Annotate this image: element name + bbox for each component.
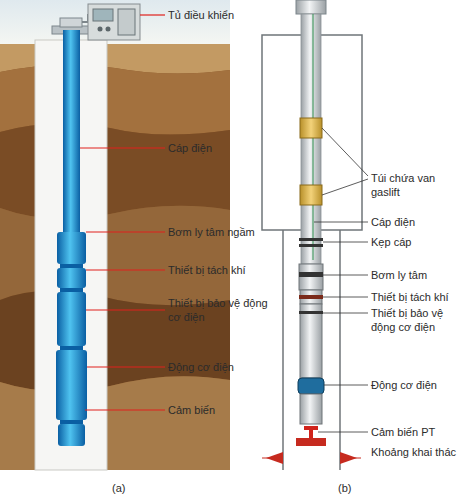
protector <box>300 304 322 378</box>
leader-line <box>323 275 368 276</box>
pt-sensor <box>304 426 318 440</box>
cable-clamp <box>299 238 323 241</box>
leader-line <box>323 313 368 314</box>
cable-clamp <box>299 244 323 247</box>
hanger <box>296 0 326 14</box>
cabinet-knob <box>98 27 103 32</box>
protector <box>57 292 86 346</box>
motor <box>298 378 324 394</box>
callout-label: Cảm biến PT <box>371 425 464 439</box>
motor-housing <box>300 394 322 424</box>
callout-label: Bơm ly tâm ngầm <box>168 225 278 239</box>
callout-label: Động cơ điện <box>371 378 464 392</box>
protector-band <box>299 311 323 314</box>
callout-label: Thiết bị bảo vệ động cơ điện <box>371 306 459 334</box>
callout-label: Cáp điện <box>371 215 464 229</box>
leader-line <box>85 409 165 410</box>
leader-line <box>322 128 368 176</box>
completion-schematic <box>262 0 362 470</box>
esp-string <box>56 30 87 446</box>
callout-label: Động cơ điện <box>168 360 278 374</box>
cabinet-screen <box>93 9 113 21</box>
sky <box>0 0 230 44</box>
casing-wall <box>282 230 284 470</box>
leader-line <box>318 432 368 433</box>
callout-label: Thiết bị tách khí <box>168 263 278 277</box>
tubing <box>63 30 80 234</box>
gaslift-mandrel <box>300 118 322 138</box>
callout-label: Kẹp cáp <box>371 235 464 249</box>
leader-line <box>314 222 368 223</box>
cabinet-door <box>118 9 135 35</box>
leader-lines <box>80 15 165 410</box>
leader-line <box>87 366 165 367</box>
callout-label: Túi chứa van gaslift <box>371 171 464 199</box>
motor <box>56 350 87 420</box>
panel-letter: (b) <box>338 481 368 495</box>
casing-wall <box>339 230 341 470</box>
wellhead <box>60 18 82 27</box>
tubing <box>301 14 321 264</box>
callout-label: Cáp điện <box>168 141 278 155</box>
callout-label: Tủ điều khiển <box>168 8 278 22</box>
sensor <box>58 424 85 446</box>
pump <box>299 264 323 290</box>
sensor-base <box>296 438 326 446</box>
leader-line <box>86 269 165 270</box>
pump <box>57 232 86 264</box>
callout-label: Cảm biến <box>168 403 278 417</box>
leader-line <box>322 179 368 195</box>
leader-line <box>323 242 368 243</box>
collar <box>60 264 83 268</box>
callout-label: Thiết bị bảo vệ động cơ điện <box>168 296 268 324</box>
cabinet-knob <box>106 27 111 32</box>
gas-separator <box>300 290 322 304</box>
well-bore <box>35 14 107 470</box>
leader-line <box>140 14 165 15</box>
surface-pipe <box>82 14 88 22</box>
pump-band <box>299 272 323 277</box>
leader-line <box>86 309 165 310</box>
separator-band <box>299 295 323 299</box>
callout-label: Khoảng khai thác <box>371 445 464 459</box>
collar <box>60 420 83 424</box>
leader-line <box>324 385 368 386</box>
gas-separator <box>57 268 86 288</box>
panel-letter: (a) <box>112 481 142 495</box>
collar <box>60 346 83 350</box>
control-cabinet <box>88 4 140 40</box>
leader-lines <box>314 128 368 432</box>
callout-label: Thiết bị tách khí <box>371 290 464 304</box>
collar <box>60 288 83 292</box>
gaslift-mandrel <box>300 185 322 205</box>
leader-line <box>86 231 165 232</box>
cabinet-body <box>88 4 140 40</box>
perforation-line <box>262 458 361 459</box>
callout-label: Bơm ly tâm <box>371 268 464 282</box>
leader-line <box>323 297 368 298</box>
leader-line <box>80 147 165 148</box>
